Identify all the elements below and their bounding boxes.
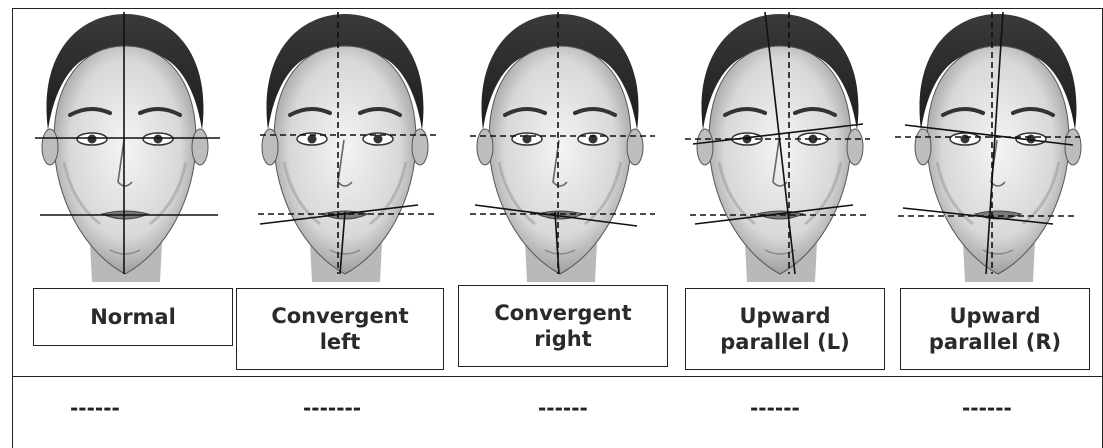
right-ear <box>192 129 208 165</box>
face-shape <box>274 46 416 274</box>
left-ear <box>697 129 713 165</box>
answer-blank: ------ <box>750 396 800 420</box>
answer-blank: ------ <box>962 396 1012 420</box>
answer-blank: ------ <box>70 396 120 420</box>
face-illustration <box>675 12 885 282</box>
answer-blank: ------ <box>538 396 588 420</box>
pattern-label: Upward parallel (L) <box>685 288 885 370</box>
left-ear <box>42 129 58 165</box>
pattern-label: Convergent left <box>236 288 444 370</box>
face-illustration <box>240 12 450 282</box>
left-ear <box>477 129 493 165</box>
right-ear <box>847 129 863 165</box>
face-shape <box>54 46 196 274</box>
face-illustration <box>20 12 230 282</box>
answer-blank: ------- <box>303 396 361 420</box>
pattern-label: Normal <box>33 288 233 346</box>
pattern-label: Convergent right <box>458 285 668 367</box>
face-shape <box>709 46 851 274</box>
face-illustration <box>893 12 1103 282</box>
pattern-label: Upward parallel (R) <box>900 288 1090 370</box>
right-ear <box>1065 129 1081 165</box>
face-shape <box>489 46 631 274</box>
left-ear <box>915 129 931 165</box>
right-ear <box>627 129 643 165</box>
face-illustration <box>455 12 665 282</box>
